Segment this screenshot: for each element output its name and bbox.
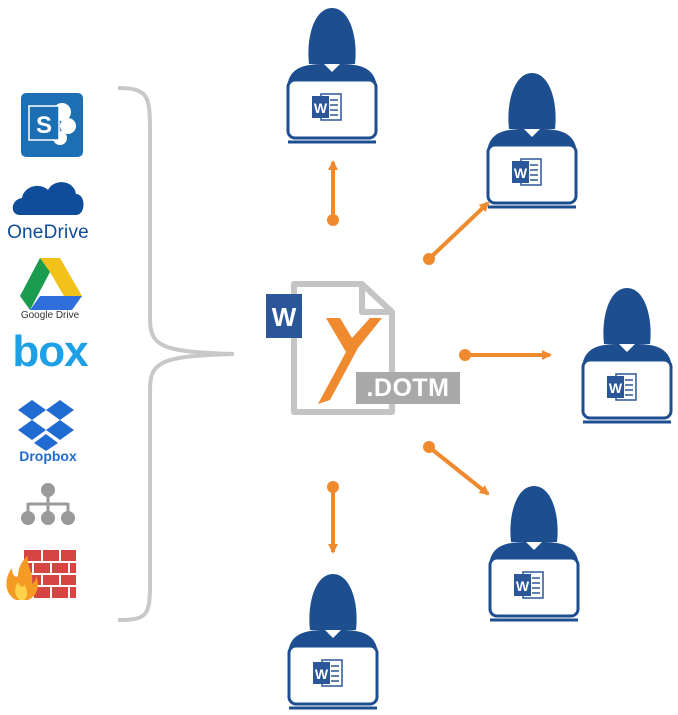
dropbox-icon: [18, 400, 74, 451]
user-lower-right: W: [488, 484, 580, 622]
onedrive-label: OneDrive: [7, 222, 89, 243]
onedrive-icon: [12, 182, 84, 215]
svg-text:W: W: [516, 578, 530, 594]
file-extension-badge: .DOTM: [356, 372, 460, 404]
user-top: W: [286, 6, 378, 144]
google-drive-icon: [20, 258, 82, 310]
user-bottom: W: [287, 572, 379, 710]
svg-text:W: W: [315, 666, 329, 682]
sharepoint-icon: S: [21, 93, 83, 157]
svg-text:W: W: [272, 302, 297, 332]
arrow-upper-right: [423, 201, 490, 265]
network-icon: [21, 483, 75, 525]
firewall-icon: [6, 550, 76, 600]
dropbox-label: Dropbox: [19, 448, 77, 464]
arrow-lower-right: [423, 441, 490, 496]
user-upper-right: W: [486, 71, 578, 209]
arrow-right: [459, 349, 552, 361]
user-right: W: [581, 286, 673, 424]
distribution-arrows: [327, 160, 552, 554]
google-drive-label: Google Drive: [20, 310, 80, 321]
arrow-up: [327, 160, 339, 226]
box-logo-text: box: [12, 327, 88, 376]
svg-text:W: W: [314, 100, 328, 116]
svg-text:W: W: [609, 380, 623, 396]
lightning-icon: [318, 318, 382, 404]
svg-text:S: S: [36, 112, 52, 139]
arrow-down: [327, 481, 339, 554]
grouping-brace: [117, 86, 235, 622]
svg-text:W: W: [514, 165, 528, 181]
word-badge-icon: [266, 294, 302, 338]
